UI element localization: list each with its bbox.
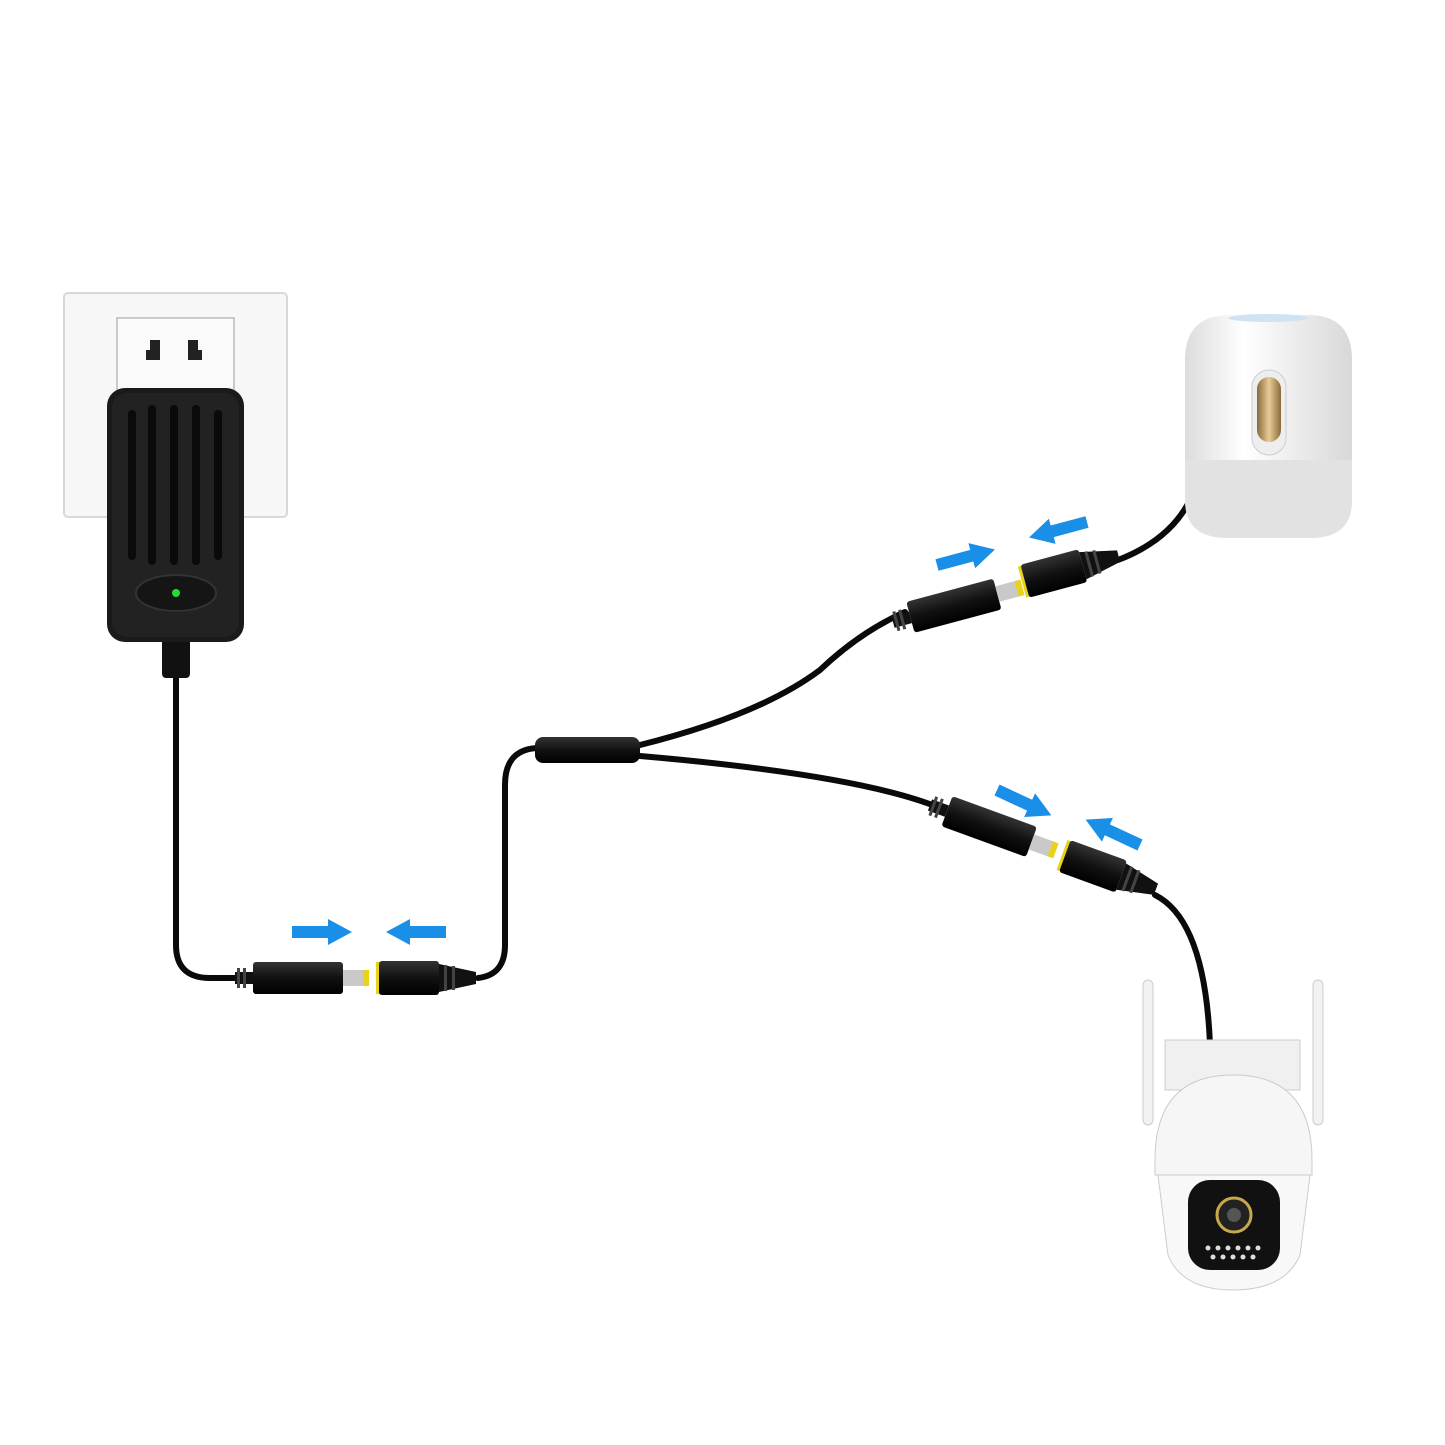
arrow-left-icon bbox=[386, 919, 446, 945]
smart-speaker bbox=[1185, 314, 1352, 538]
female-dc-jack bbox=[1017, 539, 1123, 599]
power-adapter bbox=[107, 388, 244, 678]
arrow-right-icon bbox=[933, 536, 999, 578]
led-indicator bbox=[172, 589, 180, 597]
male-dc-plug bbox=[235, 962, 369, 994]
female-dc-jack bbox=[376, 961, 476, 995]
socket-hole-icon bbox=[188, 340, 202, 360]
security-camera bbox=[1142, 979, 1324, 1291]
arrow-left-icon bbox=[1025, 509, 1091, 551]
arrow-right-icon bbox=[292, 919, 352, 945]
male-dc-plug bbox=[888, 571, 1027, 638]
cables bbox=[173, 497, 1213, 1048]
female-dc-jack bbox=[1056, 839, 1162, 906]
splitter-junction bbox=[535, 737, 640, 763]
socket-hole-icon bbox=[146, 340, 160, 360]
